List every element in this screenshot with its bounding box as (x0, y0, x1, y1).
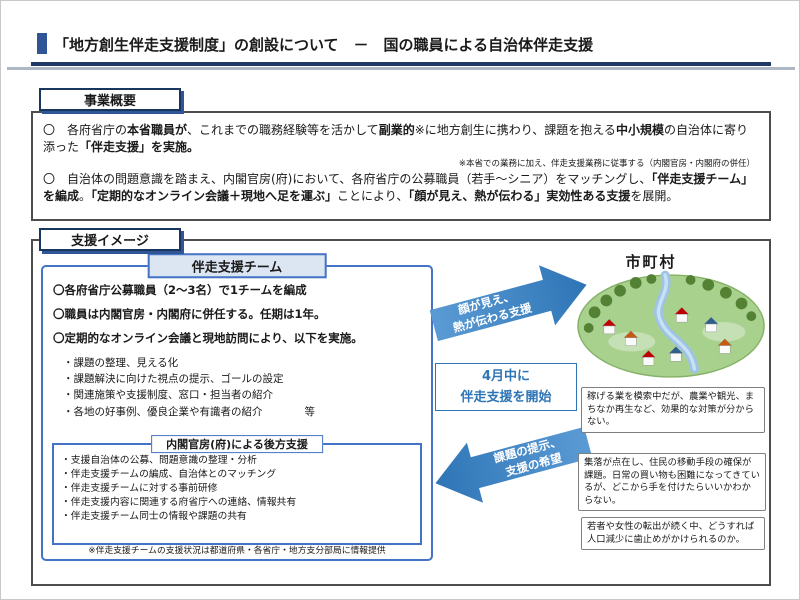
municipality-callout-1: 稼げる業を模索中だが、農業や観光、まちなか再生など、効果的な対策が分からない。 (581, 387, 765, 433)
municipality-callout-3: 若者や女性の転出が続く中、どうすれば人口減少に歯止めがかけられるのか。 (581, 517, 765, 551)
backup-item-list: ・支援自治体の公募、問題意識の整理・分析・伴走支援チームの編成、自治体とのマッチ… (61, 454, 413, 524)
text-segment: 。 (79, 188, 92, 203)
start-schedule-line1: 4月中に (481, 369, 531, 384)
text-segment: ※ (414, 123, 425, 137)
list-item: ・課題解決に向けた視点の提示、ゴールの設定 (63, 373, 284, 386)
list-item: ・伴走支援チームの編成、自治体とのマッチング (61, 468, 277, 480)
overview-panel: 〇 各府省庁の本省職員が、これまでの職務経験等を活かして副業的※に地方創生に携わ… (31, 111, 771, 221)
team-panel: 伴走支援チーム 〇各府省庁公募職員（2～3名）で1チームを編成〇職員は内閣官房・… (41, 253, 433, 561)
list-item: ・支援自治体の公募、問題意識の整理・分析 (61, 455, 257, 466)
page-title: 「地方創生伴走支援制度」の創設について － 国の職員による自治体伴走支援 (54, 36, 594, 54)
title-accent-bar (37, 33, 47, 54)
list-item: 〇各府省庁公募職員（2～3名）で1チームを編成 (53, 283, 307, 297)
overview-section-label-text: 事業概要 (83, 94, 136, 109)
request-arrow-left-icon: 課題の提示、 支援の希望 (435, 426, 593, 503)
text-segment: 本省職員が (127, 123, 188, 137)
text-segment: 副業的 (378, 123, 415, 137)
support-panel: 伴走支援チーム 〇各府省庁公募職員（2～3名）で1チームを編成〇職員は内閣官房・… (31, 239, 771, 586)
list-item: ・伴走支援内容に関連する府省庁への連絡、情報共有 (61, 496, 297, 508)
village-illustration (577, 270, 765, 378)
team-bullet-list: 〇各府省庁公募職員（2～3名）で1チームを編成〇職員は内閣官房・内閣府に併任する… (53, 283, 423, 346)
text-segment: 中小規模 (615, 123, 664, 137)
team-detail-list: ・課題の整理、見える化・課題解決に向けた視点の提示、ゴールの設定・関連施策や支援… (63, 355, 423, 420)
backup-title: 内閣官房(府)による後方支援 (151, 435, 323, 454)
text-segment: を展開。 (630, 188, 679, 203)
list-item: ・課題の整理、見える化 (63, 356, 179, 369)
overview-bullet-2: 〇 自治体の問題意識を踏まえ、内閣官房(府)において、各府省庁の公募職員（若手～… (43, 171, 757, 204)
divider-gray (7, 67, 795, 70)
support-arrow-right-icon: 顔が見え、 熱が伝わる支援 (429, 265, 587, 342)
list-item: 〇職員は内閣官房・内閣府に併任する。任期は1年。 (53, 306, 326, 321)
support-section-label: 支援イメージ (39, 228, 181, 251)
start-schedule-line2: 伴走支援を開始 (460, 389, 552, 405)
start-schedule-box: 4月中に 伴走支援を開始 (435, 363, 577, 411)
arrow-shape (435, 426, 593, 503)
team-title: 伴走支援チーム (147, 253, 327, 279)
list-item: ・関連施策や支援制度、窓口・担当者の紹介 (63, 389, 273, 402)
list-item: ・伴走支援チームに対する事前研修 (61, 482, 218, 494)
list-item: ・伴走支援チーム同士の情報や課題の共有 (61, 510, 247, 522)
text-segment: 「伴走支援チーム」を編成 (43, 172, 754, 203)
municipality-title: 市町村 (625, 253, 677, 271)
list-item: 〇定期的なオンライン会議と現地訪問により、以下を実施。 (53, 330, 363, 345)
divider-navy (31, 62, 771, 66)
text-segment: に地方創生に携わり、課題を抱える (424, 123, 616, 137)
text-segment: 「定期的なオンライン会議＋現地へ足を運ぶ」 (91, 188, 338, 203)
overview-section-label: 事業概要 (39, 88, 181, 111)
overview-footnote: ※本省での業務に加え、伴走支援業務に従事する（内閣官房・内閣府の併任） (458, 159, 755, 170)
text-segment: 「顔が見え、熱が伝わる」実効性ある支援 (408, 188, 631, 203)
text-segment: 、これまでの職務経験等を活かして (187, 123, 379, 137)
text-segment: 〇 各府省庁の (43, 123, 128, 137)
text-segment: 〇 自治体の問題意識を踏まえ、内閣官房(府)において、各府省庁の公募職員（若手～… (43, 172, 652, 187)
text-segment: 「伴走支援」を実施。 (79, 139, 200, 154)
team-footnote: ※伴走支援チームの支援状況は都道府県・各省庁・地方支分部局に情報提供 (88, 546, 386, 556)
support-section-label-text: 支援イメージ (71, 234, 149, 249)
list-item: ・各地の好事例、優良企業や有識者の紹介 等 (63, 405, 315, 418)
backup-panel: 内閣官房(府)による後方支援 ・支援自治体の公募、問題意識の整理・分析・伴走支援… (52, 435, 422, 545)
municipality-callout-2: 集落が点在し、住民の移動手段の確保が課題。日常の買い物も困難になってきているが、… (578, 453, 766, 512)
arrow-shape (429, 265, 587, 342)
overview-bullet-1: 〇 各府省庁の本省職員が、これまでの職務経験等を活かして副業的※に地方創生に携わ… (43, 122, 757, 155)
text-segment: の自治体に寄り添った (43, 123, 748, 154)
text-segment: ことにより、 (337, 188, 409, 203)
